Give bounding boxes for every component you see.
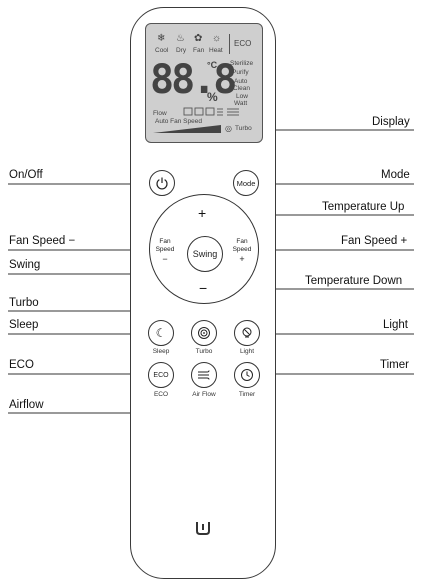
temperature-up-button[interactable]: + [198, 205, 207, 221]
sleep-button[interactable]: ☾ [148, 320, 174, 346]
fan-speed-minus-sign: − [162, 254, 168, 264]
lcd-label-purify: Purify [232, 69, 249, 76]
flow-direction-icons [183, 107, 239, 116]
callout-on-off: On/Off [9, 169, 43, 181]
droplet-icon: ♨ [176, 33, 185, 44]
callout-fan-speed-minus: Fan Speed − [9, 235, 76, 247]
fan-icon: ✿ [194, 33, 203, 44]
percent-sign: % [207, 90, 218, 104]
lcd-label-low: Low [236, 93, 248, 100]
callout-turbo: Turbo [9, 297, 39, 309]
air-flow-icon [198, 370, 210, 380]
mode-button[interactable]: Mode [233, 170, 259, 196]
callout-mode: Mode [381, 169, 410, 181]
moon-icon: ☾ [155, 326, 167, 340]
degree-unit: °C [207, 60, 218, 70]
callout-sleep: Sleep [9, 319, 39, 331]
mode-label-cool: Cool [155, 47, 169, 54]
eco-caption: ECO [153, 391, 169, 398]
callout-temperature-up: Temperature Up [322, 201, 405, 213]
lcd-display [145, 23, 263, 143]
power-button[interactable] [149, 170, 175, 196]
light-button[interactable] [234, 320, 260, 346]
sun-icon: ☼ [212, 33, 222, 44]
callout-fan-speed-plus: Fan Speed + [341, 235, 408, 247]
light-bulb-icon [242, 327, 252, 338]
eco-button[interactable]: ECO [148, 362, 174, 388]
air-flow-button[interactable] [191, 362, 217, 388]
brand-logo-icon [196, 522, 210, 535]
mode-label-dry: Dry [176, 47, 187, 54]
lcd-label-sterilize: Sterilize [230, 60, 254, 67]
lcd-eco-label: ECO [234, 39, 252, 48]
lcd-label-watt: Watt [234, 100, 248, 107]
callout-light: Light [383, 319, 408, 331]
fan-speed-bars-icon [153, 125, 221, 133]
mode-button-label: Mode [236, 178, 256, 188]
mode-label-heat: Heat [209, 47, 223, 54]
air-flow-caption: Air Flow [192, 391, 216, 398]
fan-speed-minus-line2: Speed [155, 246, 175, 253]
mode-label-fan: Fan [193, 47, 205, 54]
fan-speed-plus-line1: Fan [236, 238, 248, 245]
turbo-caption: Turbo [195, 348, 213, 355]
timer-button[interactable] [234, 362, 260, 388]
fan-speed-minus-line1: Fan [159, 238, 171, 245]
turbo-swirl-icon: ◎ [225, 124, 232, 133]
light-caption: Light [239, 348, 255, 355]
lcd-label-clean: Clean [233, 85, 250, 92]
turbo-swirl-icon [198, 327, 210, 339]
lcd-auto-fan-speed-label: Auto Fan Speed [155, 118, 202, 125]
swing-button[interactable]: Swing [187, 236, 223, 272]
temperature-down-button[interactable]: − [199, 280, 208, 296]
power-icon [156, 177, 168, 190]
eco-button-label: ECO [153, 371, 169, 379]
callout-display: Display [372, 116, 410, 128]
lcd-flow-label: Flow [153, 110, 167, 117]
callout-swing: Swing [9, 259, 41, 271]
callout-timer: Timer [380, 359, 409, 371]
swing-button-label: Swing [192, 249, 218, 259]
lcd-divider [229, 34, 230, 54]
lcd-turbo-label: Turbo [235, 125, 252, 132]
temperature-digits: 88.8 [150, 57, 237, 103]
lcd-label-auto: Auto [234, 78, 248, 85]
timer-caption: Timer [238, 391, 256, 398]
snowflake-icon: ❄ [157, 33, 166, 44]
control-ring [149, 194, 259, 304]
callout-eco: ECO [9, 359, 34, 371]
sleep-caption: Sleep [152, 348, 170, 355]
timer-clock-icon [241, 369, 253, 381]
fan-speed-plus-line2: Speed [232, 246, 252, 253]
callout-airflow: Airflow [9, 399, 44, 411]
callout-temperature-down: Temperature Down [305, 275, 403, 287]
turbo-button[interactable] [191, 320, 217, 346]
fan-speed-plus-sign: + [239, 254, 245, 264]
